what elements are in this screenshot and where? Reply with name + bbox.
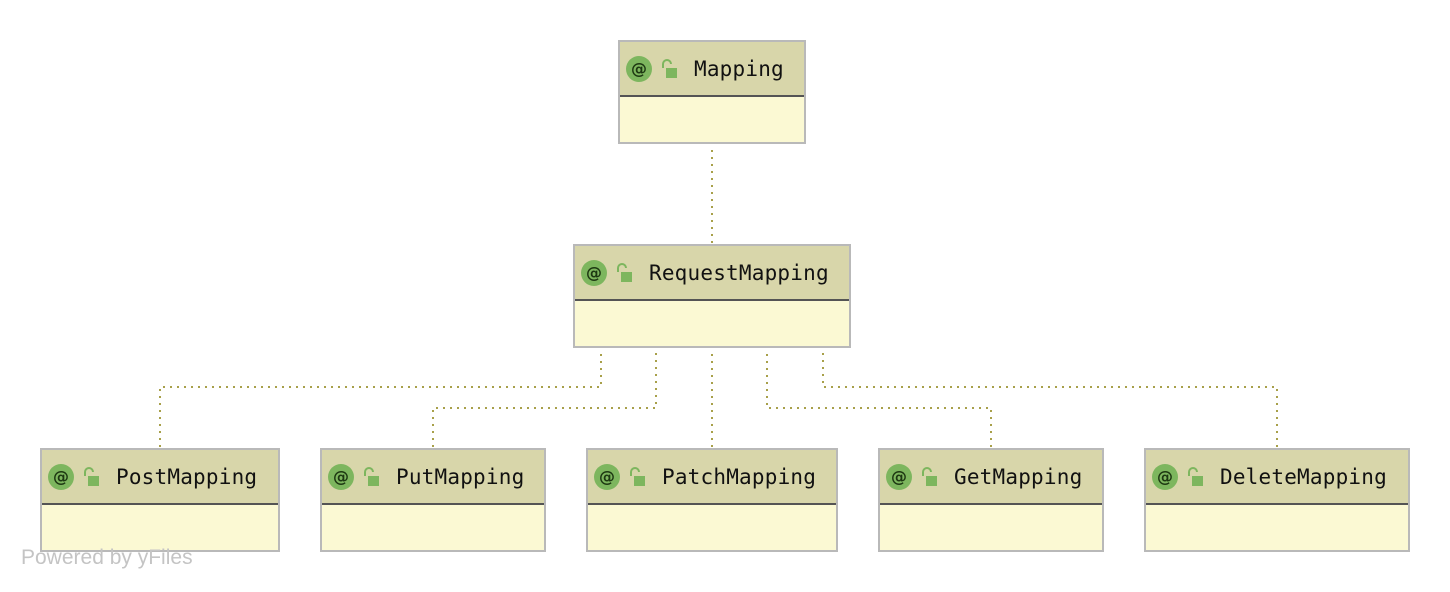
node-putmapping[interactable]: @ PutMapping	[320, 448, 546, 552]
annotation-icon: @	[594, 463, 620, 490]
node-body	[880, 505, 1102, 550]
node-requestmapping[interactable]: @ RequestMapping	[573, 244, 851, 348]
node-header: @ PutMapping	[322, 450, 544, 505]
edge-getmapping-to-requestmapping	[766, 353, 992, 447]
annotation-icon: @	[328, 463, 354, 490]
node-mapping[interactable]: @ Mapping	[618, 40, 806, 144]
watermark: Powered by yFiles	[21, 546, 193, 569]
node-header: @ PostMapping	[42, 450, 278, 505]
node-body	[42, 505, 278, 550]
unlocked-icon	[922, 466, 937, 486]
node-title: RequestMapping	[649, 260, 829, 285]
node-body	[1146, 505, 1408, 550]
annotation-icon: @	[886, 463, 912, 490]
annotation-icon: @	[1152, 463, 1178, 490]
annotation-icon: @	[626, 55, 652, 82]
node-title: DeleteMapping	[1220, 464, 1387, 489]
node-header: @ GetMapping	[880, 450, 1102, 505]
node-title: Mapping	[694, 56, 784, 81]
node-body	[620, 97, 804, 142]
edge-deletemapping-to-requestmapping	[822, 353, 1278, 447]
node-patchmapping[interactable]: @ PatchMapping	[586, 448, 838, 552]
unlocked-icon	[1188, 466, 1203, 486]
edge-postmapping-to-requestmapping	[159, 353, 602, 447]
node-postmapping[interactable]: @ PostMapping	[40, 448, 280, 552]
unlocked-icon	[662, 58, 677, 78]
node-getmapping[interactable]: @ GetMapping	[878, 448, 1104, 552]
unlocked-icon	[84, 466, 99, 486]
node-title: PatchMapping	[662, 464, 817, 489]
node-title: PutMapping	[396, 464, 525, 489]
node-header: @ Mapping	[620, 42, 804, 97]
edge-putmapping-to-requestmapping	[432, 353, 657, 447]
node-title: PostMapping	[116, 464, 258, 489]
unlocked-icon	[364, 466, 379, 486]
node-header: @ DeleteMapping	[1146, 450, 1408, 505]
node-header: @ RequestMapping	[575, 246, 849, 301]
node-body	[588, 505, 836, 550]
node-body	[322, 505, 544, 550]
annotation-icon: @	[581, 259, 607, 286]
node-header: @ PatchMapping	[588, 450, 836, 505]
node-deletemapping[interactable]: @ DeleteMapping	[1144, 448, 1410, 552]
node-body	[575, 301, 849, 346]
node-title: GetMapping	[954, 464, 1083, 489]
annotation-icon: @	[48, 463, 74, 490]
unlocked-icon	[617, 262, 632, 282]
unlocked-icon	[630, 466, 645, 486]
